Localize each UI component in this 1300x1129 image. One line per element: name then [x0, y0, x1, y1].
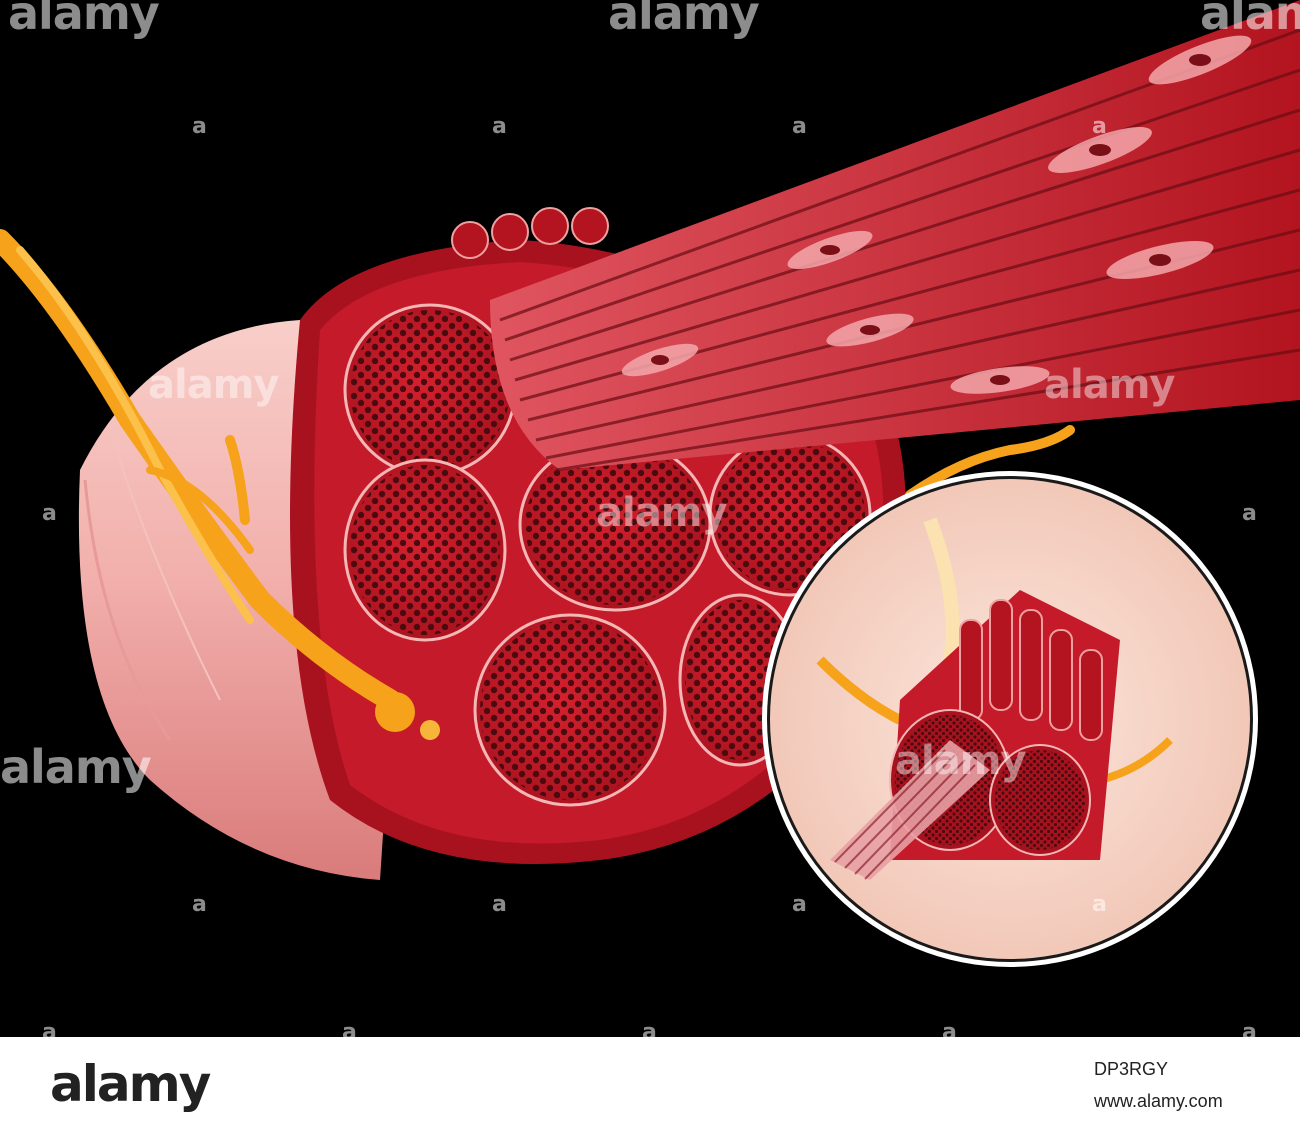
watermark-center: alamy: [596, 490, 727, 536]
watermark-glyph: a: [792, 114, 807, 139]
watermark-glyph: a: [492, 114, 507, 139]
watermark-top-left: alamy: [8, 0, 160, 40]
image-id: DP3RGY: [1094, 1059, 1169, 1079]
watermark-glyph: a: [42, 501, 57, 526]
watermark-glyph: a: [192, 892, 207, 917]
watermark-glyph: a: [792, 892, 807, 917]
watermark-glyph: a: [1092, 892, 1107, 917]
watermark-glyph: a: [192, 114, 207, 139]
watermark-row2-left: alamy: [148, 362, 279, 408]
watermark-glyph: a: [1092, 114, 1107, 139]
footer-logo: alamy: [50, 1055, 211, 1113]
footer-url[interactable]: www.alamy.com: [1094, 1091, 1223, 1111]
watermark-glyph: a: [492, 892, 507, 917]
watermark-inset: alamy: [895, 738, 1026, 784]
watermark-row2-right: alamy: [1044, 362, 1175, 408]
watermark-row3-left: alamy: [0, 740, 152, 794]
footer-bar: alamy DP3RGY www.alamy.com: [0, 1037, 1300, 1129]
watermark-top-right: alamy: [1200, 0, 1300, 40]
muscle-illustration: [0, 0, 1300, 967]
watermark-top-center: alamy: [608, 0, 760, 40]
watermark-glyph: a: [1242, 501, 1257, 526]
